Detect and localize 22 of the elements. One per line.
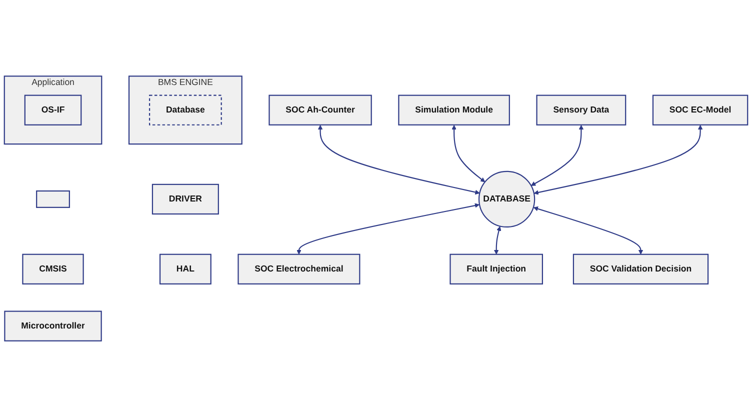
node-box: Fault Injection [450,254,543,284]
node-box: SOC Electrochemical [238,254,360,284]
node-box: SOC EC-Model [652,94,748,126]
arrow [534,124,703,195]
node-box: HAL [159,254,212,284]
node-box: Microcontroller [4,310,102,342]
arrow [452,124,486,182]
arrow [530,124,584,186]
node-box: OS-IF [24,94,82,126]
node-box: SOC Ah-Counter [268,94,372,126]
node-box: Database [149,94,222,126]
arrow [494,226,502,255]
node-box: SOC Validation Decision [572,254,709,284]
node-box: DRIVER [152,184,219,215]
arrow [533,206,644,255]
arrow [296,203,480,255]
node-circle: DATABASE [478,170,536,228]
node-box: CMSIS [22,254,84,284]
arrow [318,124,480,195]
node-box [36,190,70,208]
node-box: Simulation Module [398,94,510,126]
node-box: Sensory Data [536,94,626,126]
